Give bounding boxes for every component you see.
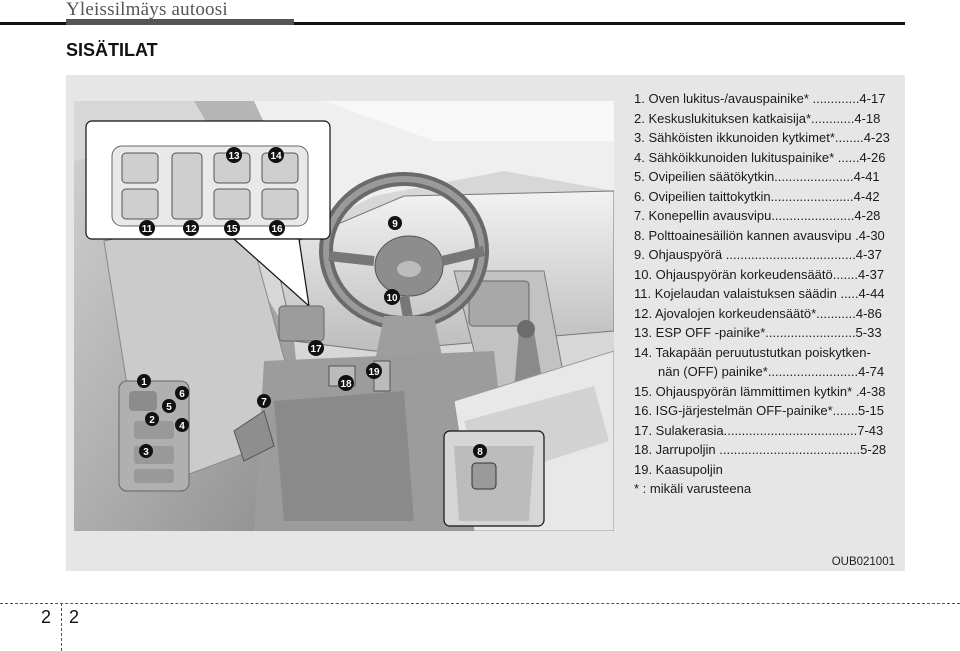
legend-item: 11. Kojelaudan valaistuksen säädin .....… (634, 286, 885, 301)
svg-text:15: 15 (226, 224, 238, 235)
legend-item: 3. Sähköisten ikkunoiden kytkimet*......… (634, 130, 890, 145)
legend-item: 2. Keskuslukituksen katkaisija*.........… (634, 110, 881, 126)
legend-item: 15. Ohjauspyörän lämmittimen kytkin* .4-… (634, 383, 886, 399)
legend-item: 13. ESP OFF -painike*...................… (634, 325, 882, 340)
svg-text:18: 18 (340, 379, 352, 390)
legend-item: 9. Ohjauspyörä .........................… (634, 247, 882, 262)
page-number: 2 (69, 607, 80, 627)
legend-item: 10. Ohjauspyörän korkeudensäätö.......4-… (634, 266, 885, 282)
header-rule (0, 22, 905, 25)
svg-text:9: 9 (392, 219, 398, 230)
legend-item: 5. Ovipeilien säätökytkin...............… (634, 169, 880, 184)
svg-text:16: 16 (271, 224, 283, 235)
legend-item: 7. Konepellin avausvipu.................… (634, 208, 881, 223)
legend-item: 17. Sulakerasia.........................… (634, 422, 884, 438)
svg-text:12: 12 (185, 224, 197, 235)
legend-item: 6. Ovipeilien taittokytkin..............… (634, 188, 880, 204)
legend-item: 18. Jarrupoljin ........................… (634, 442, 887, 457)
svg-text:10: 10 (386, 293, 398, 304)
legend-item: 4. Sähköikkunoiden lukituspainike* .....… (634, 149, 886, 165)
svg-text:13: 13 (228, 151, 240, 162)
svg-text:5: 5 (166, 402, 172, 413)
component-legend: 1. Oven lukitus-/avauspainike* .........… (634, 89, 900, 499)
svg-text:17: 17 (310, 344, 322, 355)
legend-item: 8. Polttoainesäiliön kannen avausvipu .4… (634, 227, 885, 243)
car-interior-illustration: 1 2 3 4 5 6 7 8 9 10 11 12 13 14 15 16 1… (74, 101, 614, 531)
header-accent-bar (66, 19, 294, 25)
page-header-title: Yleissilmäys autoosi (66, 0, 228, 20)
legend-item: 16. ISG-järjestelmän OFF-painike*.......… (634, 403, 884, 418)
svg-text:8: 8 (477, 447, 483, 458)
svg-text:3: 3 (143, 447, 149, 458)
page-number-section: 2 (41, 607, 52, 627)
figure-panel: 1 2 3 4 5 6 7 8 9 10 11 12 13 14 15 16 1… (66, 75, 905, 571)
svg-text:2: 2 (149, 415, 155, 426)
svg-text:1: 1 (141, 377, 147, 388)
footer-divider (0, 603, 960, 604)
svg-text:11: 11 (142, 224, 153, 235)
svg-text:14: 14 (270, 151, 282, 162)
legend-item: 19. Kaasupoljin (634, 461, 723, 477)
legend-item-continuation: nän (OFF) painike*......................… (658, 364, 885, 379)
section-title: SISÄTILAT (66, 40, 158, 60)
svg-text:19: 19 (368, 367, 380, 378)
legend-footnote: * : mikäli varusteena (634, 481, 752, 496)
svg-text:7: 7 (261, 397, 267, 408)
callout-markers: 1 2 3 4 5 6 7 8 9 10 11 12 13 14 15 16 1… (137, 147, 487, 458)
svg-text:4: 4 (179, 421, 185, 432)
legend-item: 14. Takapään peruutustutkan poiskytken- (634, 344, 871, 360)
figure-code: OUB021001 (831, 556, 895, 568)
footer-vertical-divider (61, 603, 62, 651)
svg-text:6: 6 (179, 389, 185, 400)
legend-item: 12. Ajovalojen korkeudensäätö*..........… (634, 305, 882, 321)
legend-item: 1. Oven lukitus-/avauspainike* .........… (634, 91, 886, 106)
